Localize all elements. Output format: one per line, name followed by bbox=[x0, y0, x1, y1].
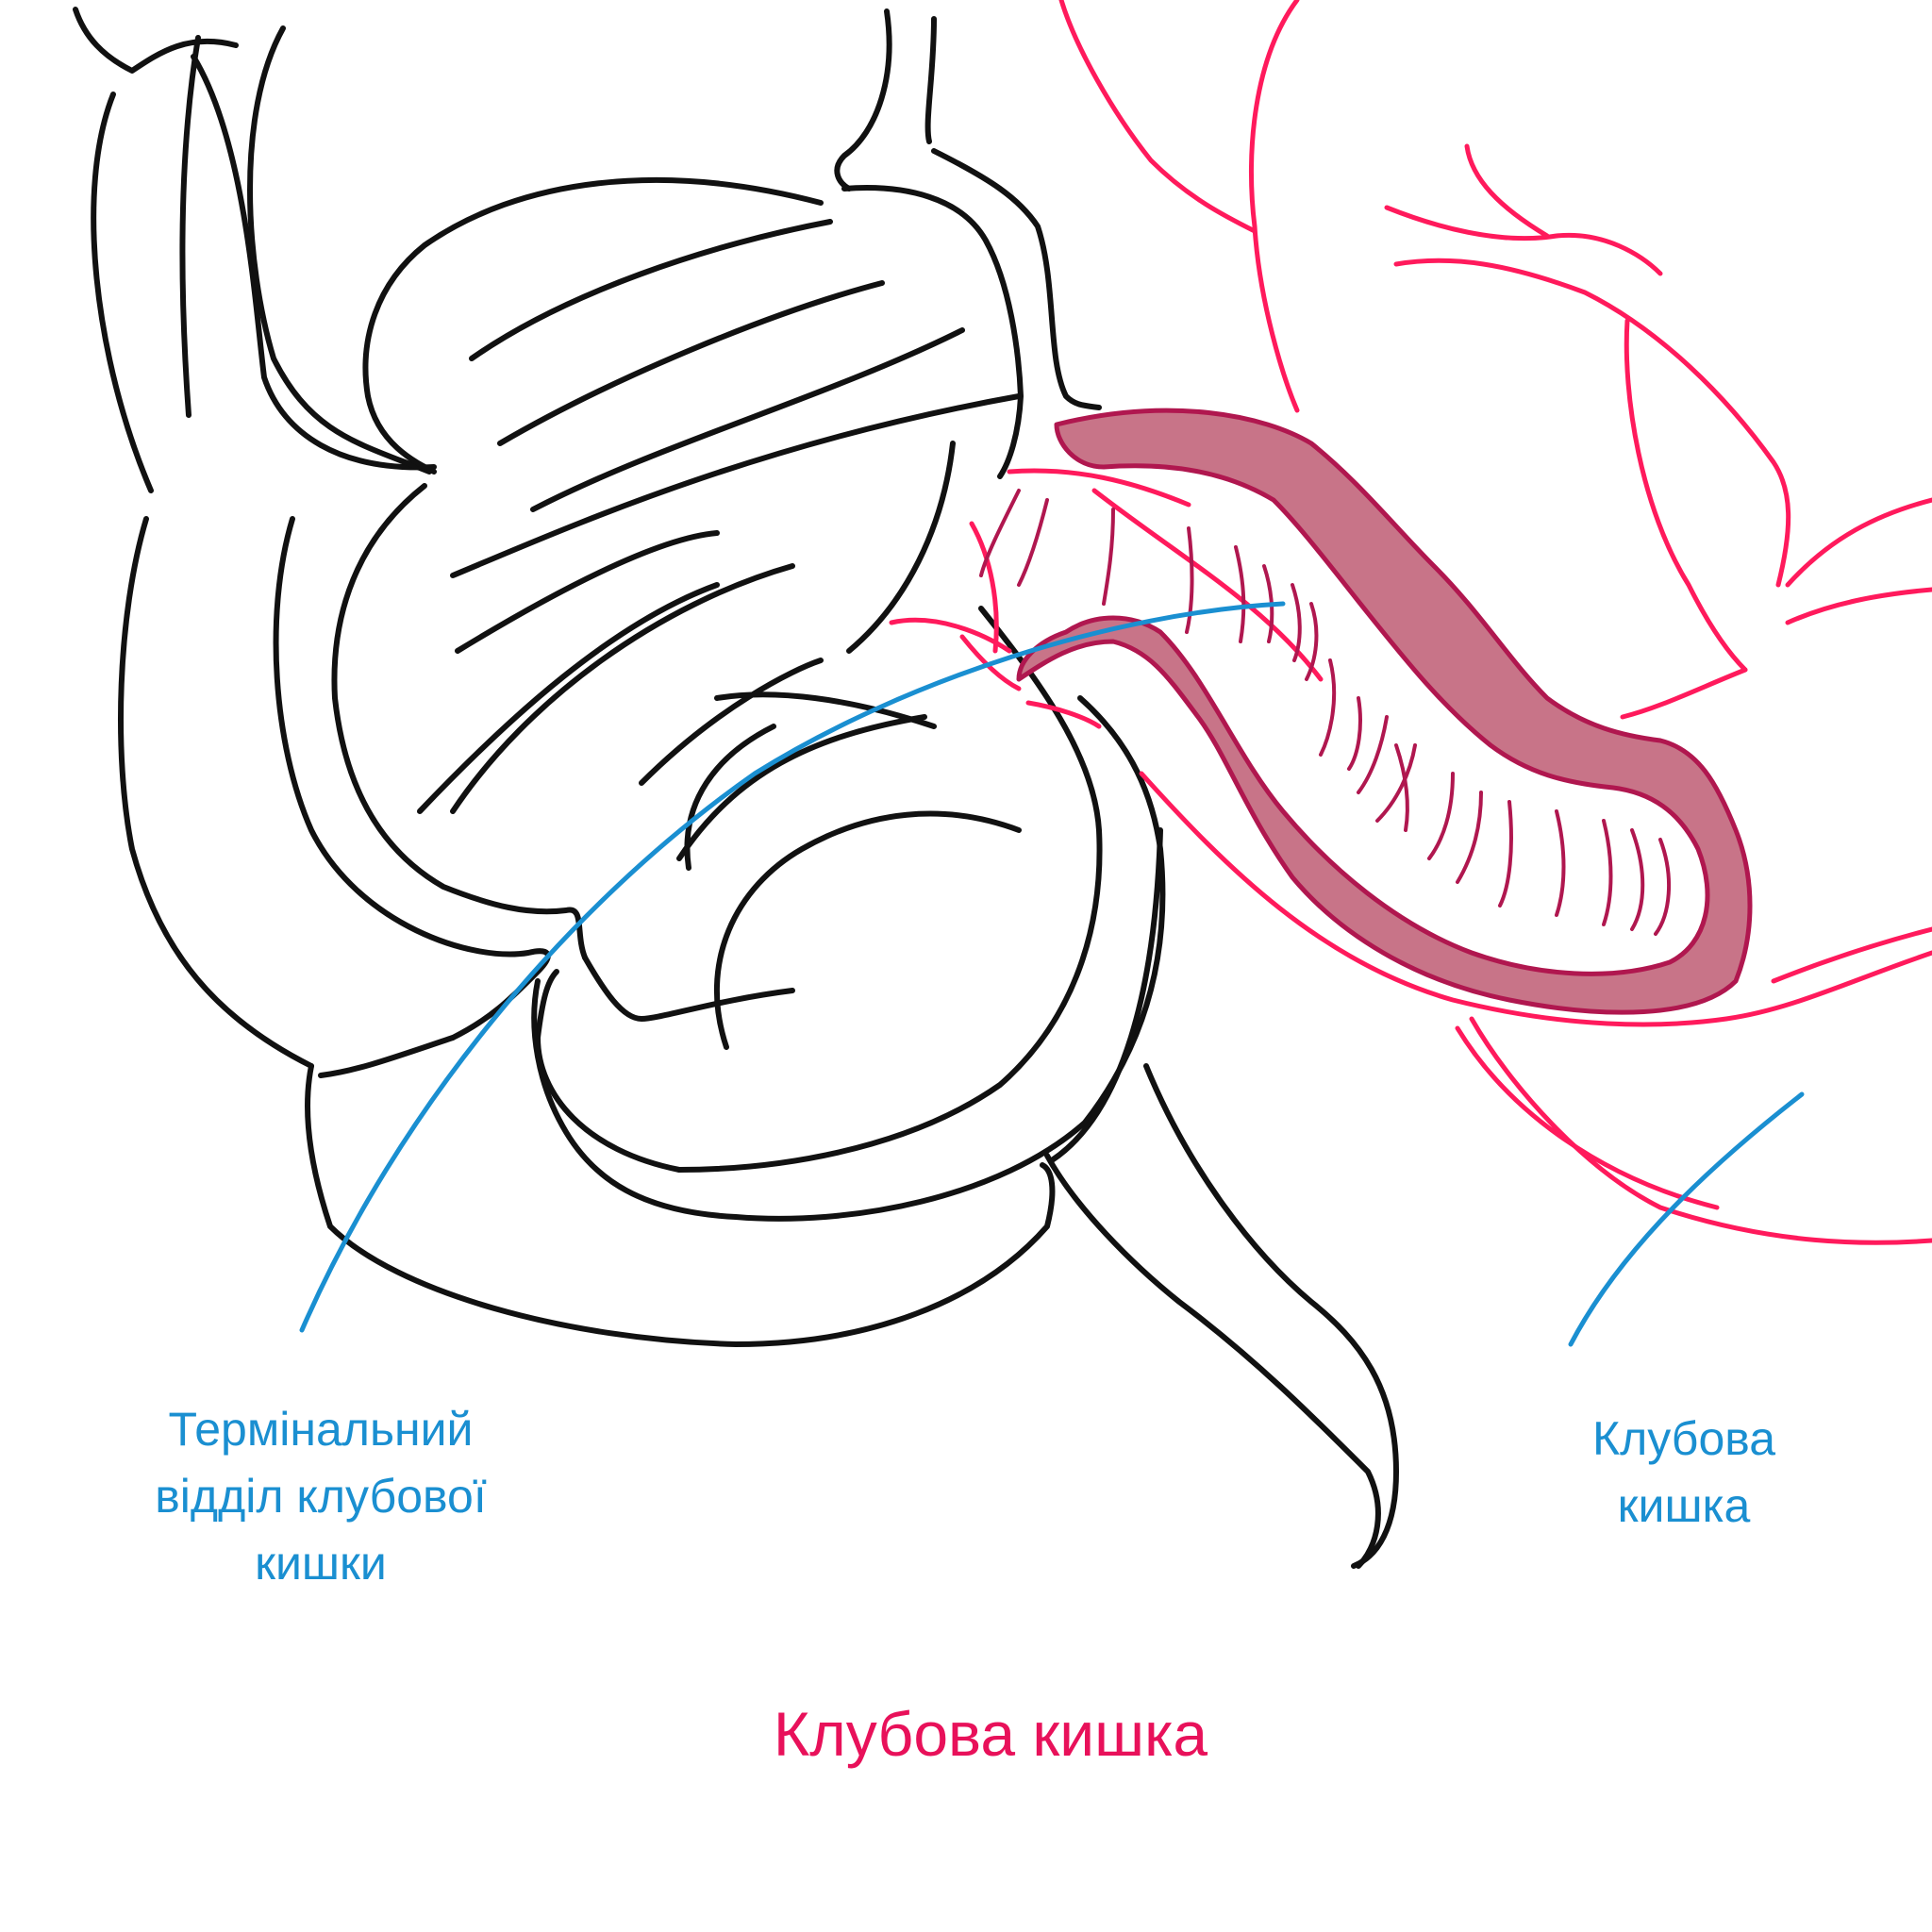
terminal-ileum-leader-line bbox=[299, 601, 1286, 1333]
highlighted-ileum bbox=[1016, 408, 1753, 1015]
ileum-label: Клубова кишка bbox=[1591, 1412, 1776, 1532]
figure-caption: Клубова кишка bbox=[773, 1699, 1208, 1769]
terminal-ileum-label: Термінальний відділ клубової кишки bbox=[155, 1403, 487, 1590]
ileum-leader-line bbox=[1568, 1091, 1805, 1347]
mesentery-hatching bbox=[979, 489, 1671, 936]
colon-outline bbox=[73, 7, 1399, 1569]
